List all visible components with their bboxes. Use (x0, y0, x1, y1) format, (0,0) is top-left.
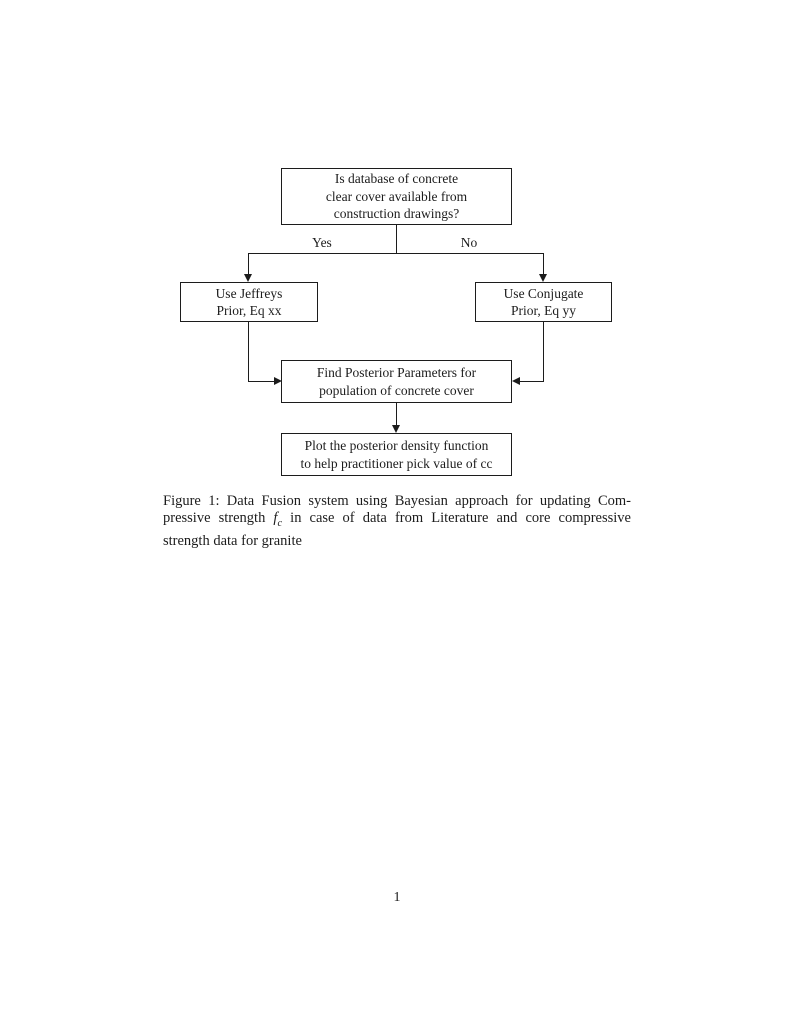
page-number: 1 (393, 890, 401, 905)
arrowhead-to-jeffreys-icon (244, 274, 252, 282)
arrowhead-into-posterior-right-icon (512, 377, 520, 385)
conjugate-prior-box-line: Prior, Eq yy (510, 303, 577, 318)
arrowhead-to-plot-icon (392, 425, 400, 433)
jeffreys-prior-box-line: Prior, Eq xx (216, 303, 282, 318)
caption-line-3: strength data for granite (163, 532, 302, 549)
arrowhead-into-posterior-left-icon (274, 377, 282, 385)
math-fc-subscript: c (277, 518, 283, 530)
jeffreys-prior-box: Use Jeffreys Prior, Eq xx (180, 282, 318, 322)
posterior-parameters-box-line: population of concrete cover (319, 382, 474, 398)
jeffreys-prior-box-line: Use Jeffreys (215, 285, 283, 301)
posterior-parameters-box: Find Posterior Parameters for population… (281, 360, 512, 403)
posterior-parameters-box-line: Find Posterior Parameters for (316, 365, 477, 380)
plot-density-box: Plot the posterior density function to h… (281, 433, 512, 476)
plot-density-box-line: to help practitioner pick value of cc (300, 455, 493, 471)
connector-conjugate-down (543, 322, 544, 382)
connector-jeffreys-in (248, 381, 276, 382)
figure-caption: Figure 1: Data Fusion system using Bayes… (163, 493, 631, 550)
connector-yes-drop (248, 253, 249, 275)
connector-no-drop (543, 253, 544, 275)
conjugate-prior-box: Use Conjugate Prior, Eq yy (475, 282, 612, 322)
connector-branch-bar (248, 253, 544, 254)
caption-line-2: pressive strength fc in case of data fro… (163, 510, 631, 532)
connector-posterior-down (396, 403, 397, 426)
caption-line-1: Figure 1: Data Fusion system using Bayes… (163, 493, 631, 509)
branch-label-no: No (460, 235, 478, 250)
caption-line-2-post: in case of data from Literature and core… (282, 510, 631, 527)
math-fc-variable: f (273, 510, 278, 527)
arrowhead-to-conjugate-icon (539, 274, 547, 282)
plot-density-box-line: Plot the posterior density function (304, 438, 489, 453)
decision-box-line: clear cover available from (325, 188, 468, 204)
conjugate-prior-box-line: Use Conjugate (503, 285, 584, 301)
connector-conjugate-in (517, 381, 544, 382)
caption-line-2-pre: pressive strength (163, 510, 274, 527)
connector-jeffreys-down (248, 322, 249, 382)
decision-box-line: construction drawings? (333, 206, 460, 222)
decision-box: Is database of concrete clear cover avai… (281, 168, 512, 225)
connector-decision-stem (396, 225, 397, 253)
decision-box-line: Is database of concrete (334, 171, 459, 187)
branch-label-yes: Yes (312, 235, 332, 250)
